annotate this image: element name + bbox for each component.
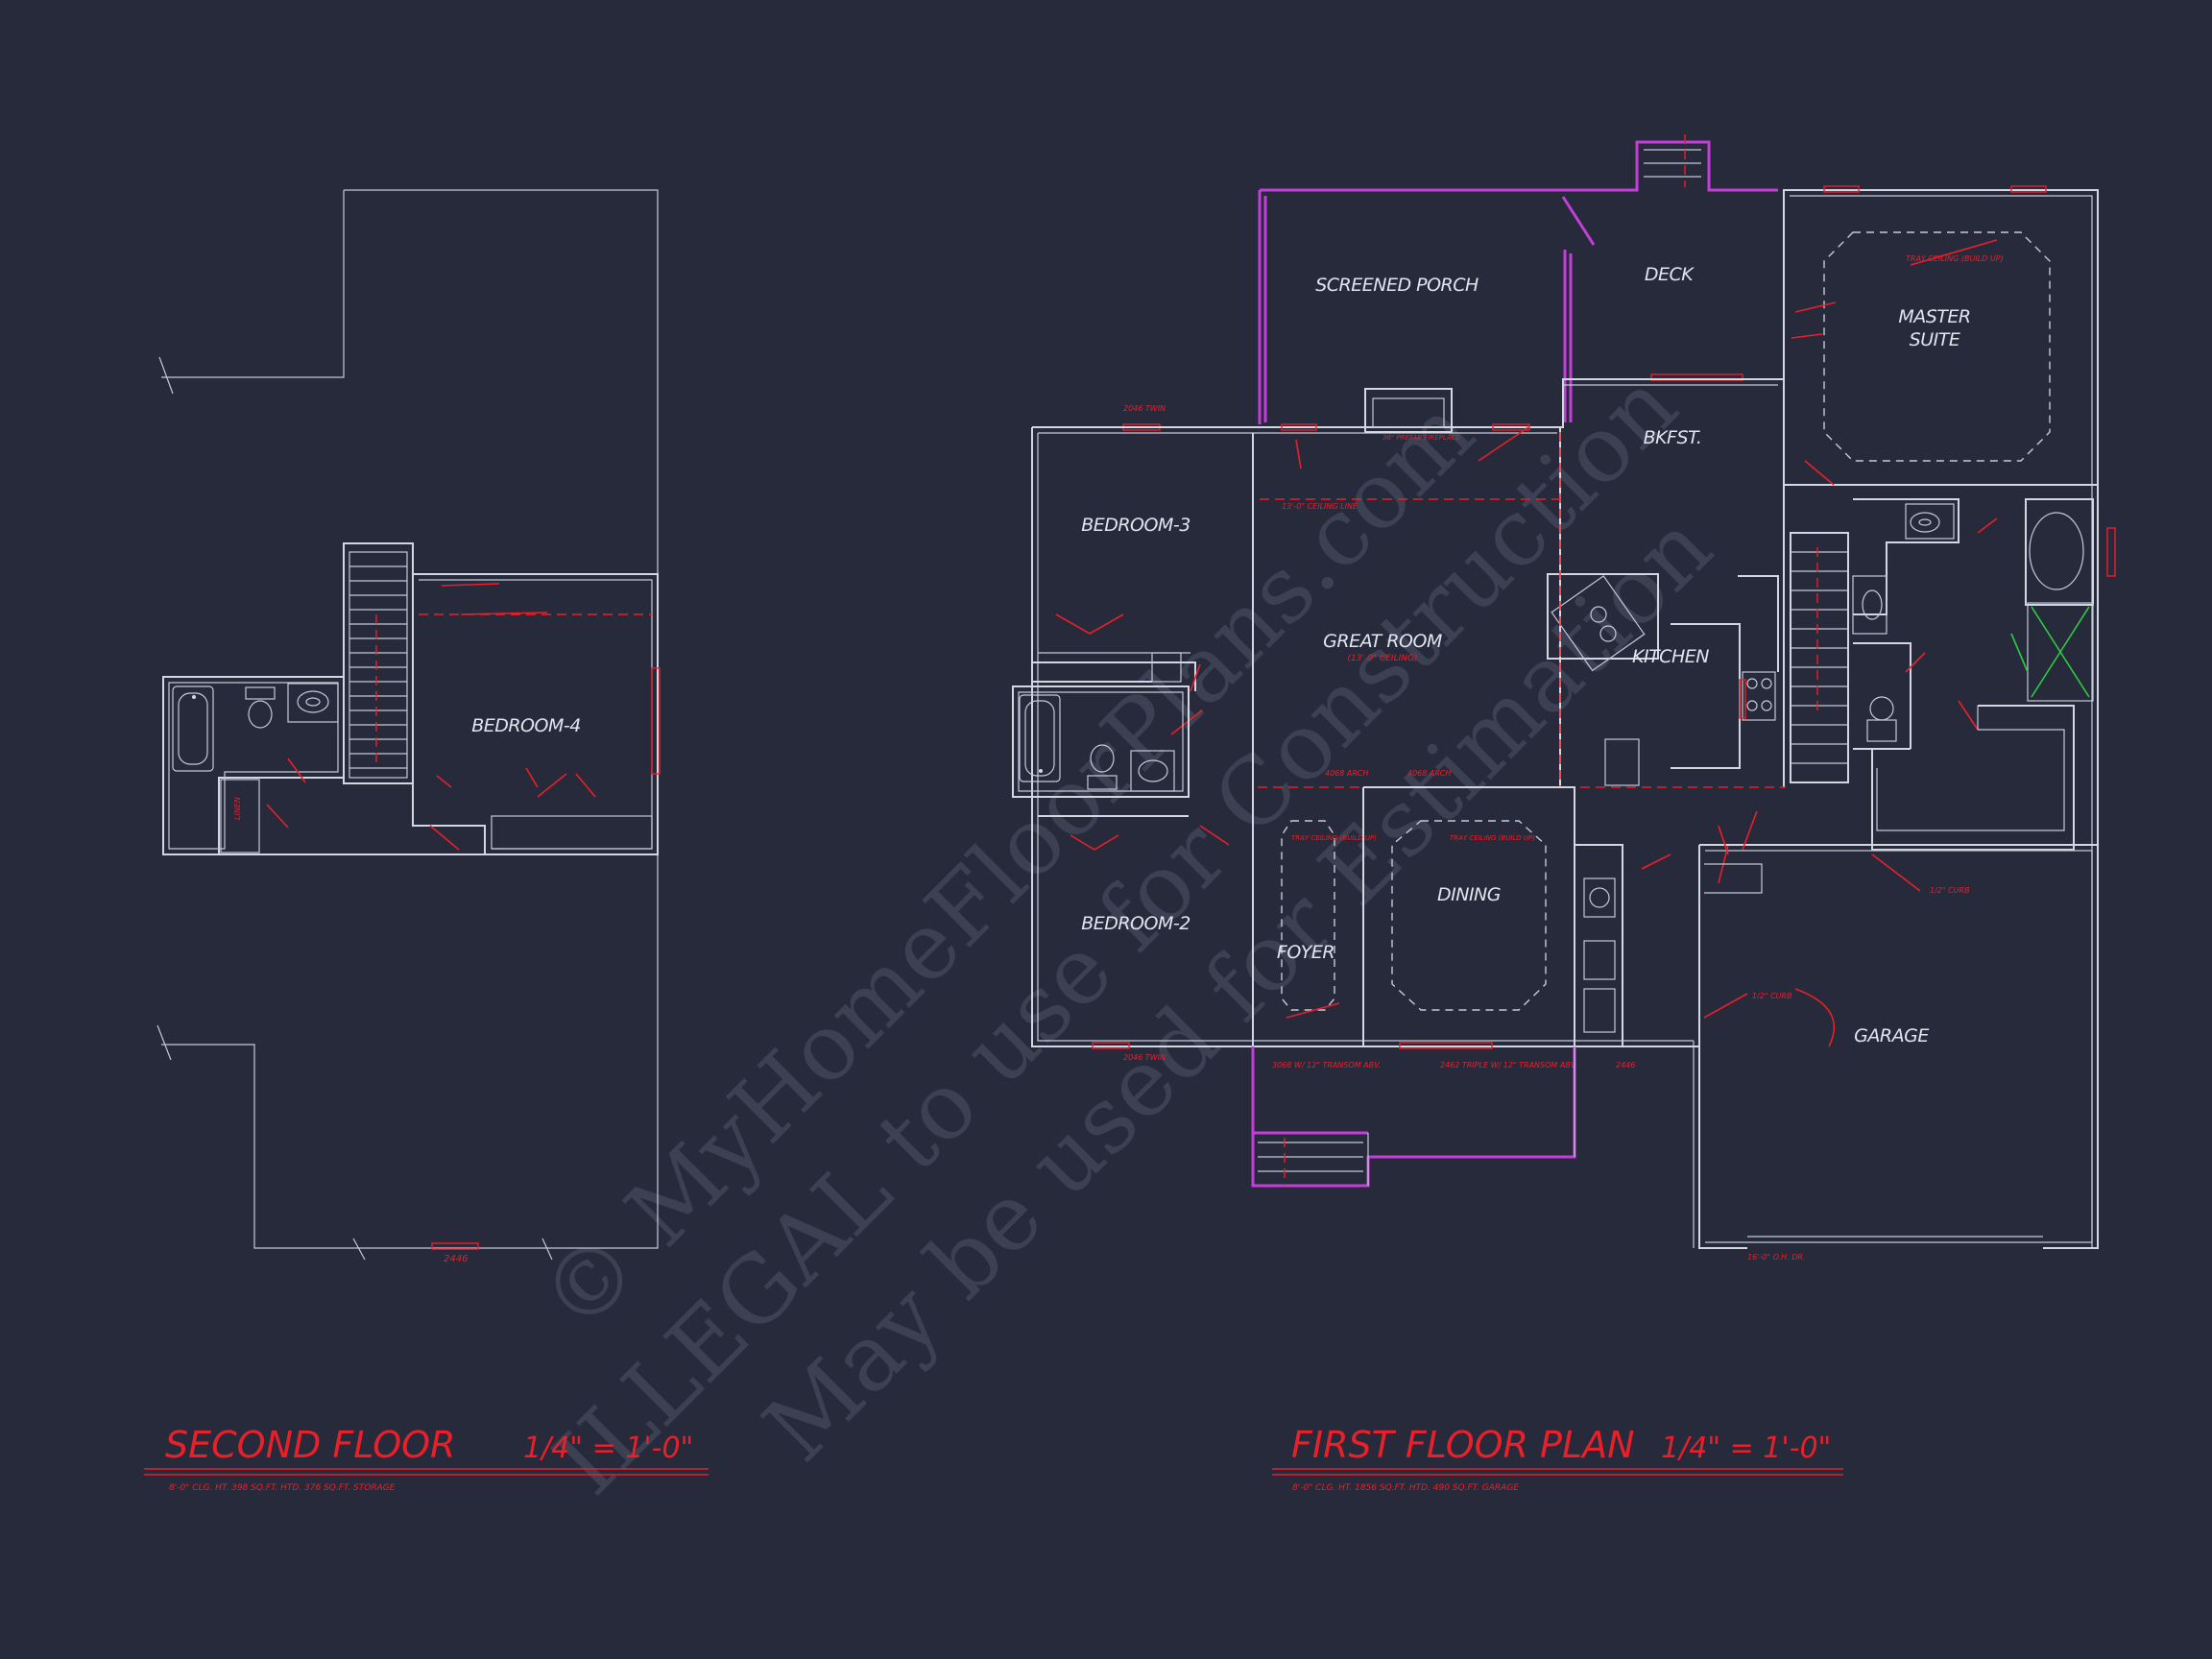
fireplace-note: 36" PREFAB FIREPLACE <box>1382 434 1460 442</box>
second-floor-plan: 2446 BEDROOM-4 LINEN <box>144 189 709 1493</box>
foyer-tray-note: TRAY CEILING (BUILD UP) <box>1291 834 1377 842</box>
master-suite-label-1: MASTER <box>1898 306 1970 327</box>
garage-curb-note: 1/2" CURB <box>1752 992 1792 1000</box>
bedroom-3-label: BEDROOM-3 <box>1081 515 1190 536</box>
screened-porch-outline <box>1260 140 1778 192</box>
foyer-tray-ceiling <box>1281 820 1335 1011</box>
first-floor-title: FIRST FLOOR PLAN <box>1291 1424 1635 1466</box>
deck-label: DECK <box>1645 264 1695 285</box>
arch-label-1: 4068 ARCH <box>1325 769 1369 778</box>
bkfst-label: BKFST. <box>1644 427 1702 448</box>
arch-label-2: 4068 ARCH <box>1407 769 1452 778</box>
second-floor-linen-label: LINEN <box>233 797 242 820</box>
second-floor-scale: 1/4" = 1'-0" <box>523 1431 693 1465</box>
foyer-door-note: 3068 W/ 12" TRANSOM ABV. <box>1272 1061 1381 1070</box>
great-room-ceiling-note: (13'-0" CEILING) <box>1348 654 1418 663</box>
second-floor-bath <box>162 676 345 855</box>
first-floor-stair <box>1790 532 1849 783</box>
master-tray-note: TRAY CEILING (BUILD UP) <box>1906 254 2004 263</box>
first-floor-scale: 1/4" = 1'-0" <box>1661 1431 1831 1465</box>
garage-label: GARAGE <box>1854 1025 1929 1046</box>
bedroom-2-window: 2046 TWIN <box>1123 1053 1166 1062</box>
first-floor-plan: SCREENED PORCH DECK TRAY CEILING (BUILD … <box>1012 134 2116 1493</box>
second-floor-title: SECOND FLOOR <box>165 1424 455 1466</box>
screened-porch-label: SCREENED PORCH <box>1315 275 1479 296</box>
master-suite-label-2: SUITE <box>1910 329 1960 350</box>
foyer-label: FOYER <box>1277 942 1334 963</box>
dining-window-note: 2462 TRIPLE W/ 12" TRANSOM ABV. <box>1440 1061 1577 1070</box>
bedroom-4-label: BEDROOM-4 <box>471 715 581 736</box>
dining-label: DINING <box>1437 884 1501 905</box>
bedroom-2-label: BEDROOM-2 <box>1081 913 1190 934</box>
garage-window-note: 2446 <box>1616 1061 1635 1070</box>
ceiling-line-note: 13'-0" CEILING LINE <box>1282 502 1358 511</box>
second-floor-note: 8'-0" CLG. HT. 398 SQ.FT. HTD. 376 SQ.FT… <box>169 1483 396 1493</box>
garage-door-note: 16'-0" O.H. DR. <box>1747 1253 1805 1262</box>
second-floor-window-label: 2446 <box>444 1254 468 1264</box>
dining-tray-note: TRAY CEILING (BUILD UP) <box>1450 834 1535 842</box>
attic-outline-upper <box>161 190 345 378</box>
dining-tray-ceiling <box>1391 820 1547 1011</box>
kitchen-label: KITCHEN <box>1632 646 1709 667</box>
bedroom-4-walls <box>412 573 659 855</box>
second-floor-stair <box>343 542 414 784</box>
great-room-label: GREAT ROOM <box>1323 631 1442 652</box>
attic-outline <box>161 189 659 1249</box>
first-floor-note: 8'-0" CLG. HT. 1856 SQ.FT. HTD. 490 SQ.F… <box>1292 1483 1519 1493</box>
bedroom-3-window: 2046 TWIN <box>1123 404 1166 413</box>
fireplace <box>1364 388 1453 433</box>
master-tray-ceiling <box>1823 231 2051 462</box>
master-curb-note: 1/2" CURB <box>1930 886 1970 895</box>
